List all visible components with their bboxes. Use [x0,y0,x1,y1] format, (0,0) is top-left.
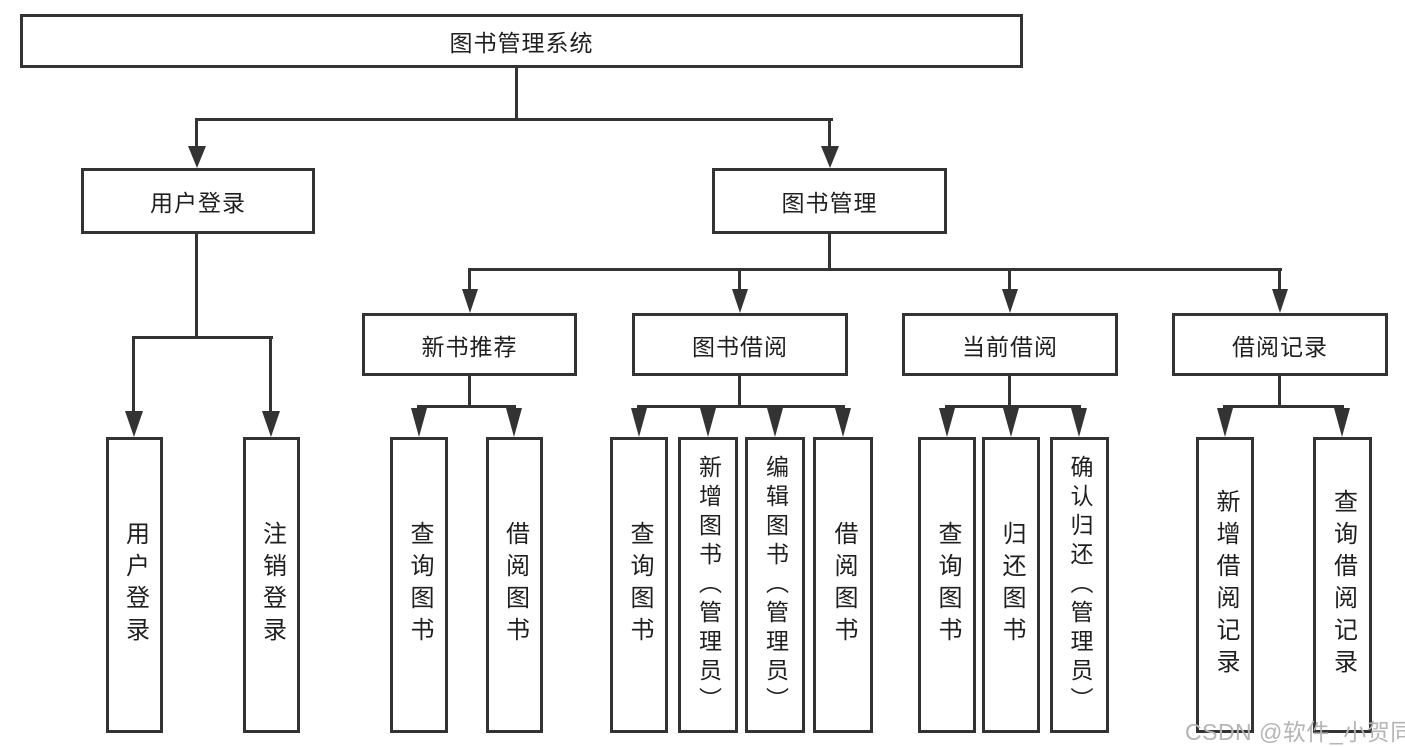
node-leaf-bb-query-books: 查询图书 [610,437,668,733]
node-label: 归还图书 [998,521,1025,649]
arrow-cb-query [939,408,955,437]
arrow-cb-return [1003,408,1019,437]
edge-book-management-drop [828,121,831,148]
node-label: 查询图书 [406,521,433,649]
arrow-bb-add [700,408,716,437]
node-leaf-bb-borrow-books: 借阅图书 [813,437,873,733]
node-label: 图书管理系统 [449,30,594,56]
node-user-login: 用户登录 [81,168,315,234]
node-leaf-br-add-record: 新增借阅记录 [1196,437,1254,733]
arrow-book-borrow [732,289,748,313]
arrow-login-leaf [125,411,143,437]
edge-mgmt-branch-rail [468,268,1282,271]
arrow-logout-leaf [262,411,280,437]
edge-nb-stem [468,376,471,408]
arrow-bb-borrow [835,408,851,437]
arrow-nb-query [411,408,427,437]
arrow-borrow-records [1272,289,1288,313]
arrow-new-book [462,289,478,313]
arrow-bb-edit [767,408,783,437]
edge-bb-rail [637,405,845,408]
edge-nb-rail [417,405,516,408]
arrow-book-management [821,146,839,168]
edge-logout-leaf-drop [269,339,272,413]
node-leaf-nb-borrow-books: 借阅图书 [486,437,543,733]
node-leaf-cb-return-books: 归还图书 [982,437,1040,733]
arrow-cb-confirm [1071,408,1087,437]
node-borrow-records: 借阅记录 [1172,313,1388,376]
arrow-br-query [1334,408,1350,437]
node-label: 当前借阅 [962,333,1058,360]
node-label: 新书推荐 [421,333,518,360]
node-label: 查询图书 [934,521,961,649]
node-label: 查询借阅记录 [1329,489,1357,681]
edge-root-stem [515,68,518,121]
edge-mgmt-branch-stem [828,234,831,271]
edge-current-borrow-drop [1008,271,1011,291]
node-book-borrow: 图书借阅 [632,313,848,376]
edge-user-branch-rail [132,336,273,339]
edge-user-login-drop [195,121,198,148]
edge-level1-rail [195,118,833,121]
node-label: 用户登录 [150,190,246,216]
node-label: 借阅记录 [1232,333,1328,360]
arrow-br-add [1217,408,1233,437]
arrow-nb-borrow [506,408,522,437]
edge-borrow-records-drop [1278,271,1281,291]
node-leaf-nb-query-books: 查询图书 [390,437,448,733]
node-label: 查询图书 [626,521,653,649]
node-book-management-system: 图书管理系统 [20,14,1023,68]
edge-bb-stem [738,376,741,408]
edge-new-book-drop [468,271,471,291]
node-leaf-br-query-record: 查询借阅记录 [1313,437,1372,733]
node-label: 新增图书（管理员） [695,454,722,716]
node-leaf-cb-query-books: 查询图书 [918,437,976,733]
node-label: 图书借阅 [692,333,788,360]
edge-book-borrow-drop [738,271,741,291]
csdn-watermark: CSDN @软件_小贺同学 [1185,719,1405,745]
node-label: 图书管理 [781,190,878,216]
node-leaf-bb-edit-books-admin: 编辑图书（管理员） [745,437,805,733]
edge-br-rail [1223,405,1344,408]
arrow-bb-query [631,408,647,437]
edge-user-branch-stem [195,234,198,339]
node-leaf-cb-confirm-return-admin: 确认归还（管理员） [1050,437,1109,733]
node-new-book-recommend: 新书推荐 [362,313,577,376]
node-leaf-bb-add-books-admin: 新增图书（管理员） [678,437,738,733]
edge-br-stem [1278,376,1281,408]
node-leaf-logout: 注销登录 [243,437,300,733]
arrow-current-borrow [1002,289,1018,313]
node-label: 用户登录 [121,521,149,649]
node-label: 借阅图书 [501,521,529,649]
node-label: 编辑图书（管理员） [762,454,789,716]
node-current-borrow: 当前借阅 [902,313,1118,376]
node-label: 借阅图书 [830,521,857,649]
edge-cb-stem [1008,376,1011,408]
node-label: 注销登录 [258,521,286,649]
node-book-management: 图书管理 [712,168,947,234]
arrow-user-login [188,146,206,168]
edge-cb-rail [945,405,1081,408]
node-label: 新增借阅记录 [1212,489,1239,681]
edge-login-leaf-drop [132,339,135,413]
node-leaf-user-login: 用户登录 [106,437,163,733]
node-label: 确认归还（管理员） [1067,454,1093,716]
